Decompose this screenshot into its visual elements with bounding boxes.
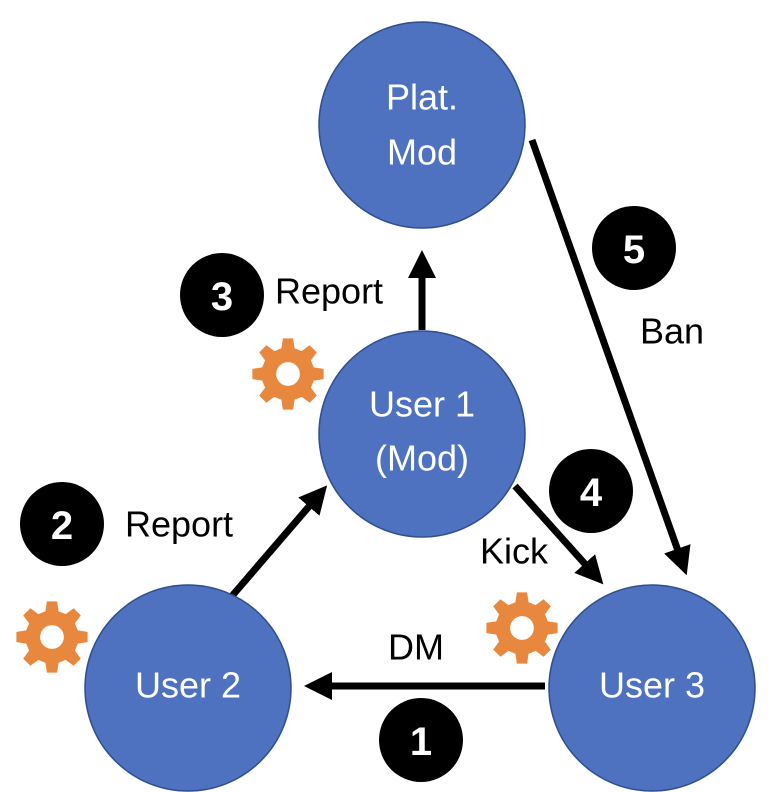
step-badge-2-text: 2 [51, 504, 73, 548]
step-badge-1-text: 1 [410, 720, 432, 764]
step-badge-3: 3 [180, 253, 264, 337]
node-platform-mod-line1: Plat. [386, 77, 458, 118]
step-badge-5: 5 [592, 206, 676, 290]
node-platform-mod: Plat. Mod [318, 21, 526, 229]
edge-kick-label: Kick [480, 531, 549, 572]
node-platform-mod-line2: Mod [387, 132, 457, 173]
gear-icon [16, 601, 88, 673]
step-badge-5-text: 5 [623, 228, 645, 272]
step-badge-2: 2 [20, 482, 104, 566]
node-user2: User 2 [84, 584, 292, 792]
edge-ban-label: Ban [640, 311, 704, 352]
node-user3: User 3 [548, 584, 756, 792]
node-user1-mod: User 1 (Mod) [318, 330, 526, 538]
step-badge-3-text: 3 [211, 275, 233, 319]
gear-icon-hole [40, 625, 64, 649]
edge-ban-arrow [528, 138, 691, 576]
edge-kick-arrow [512, 483, 604, 585]
gear-icon-hole [510, 616, 534, 640]
step-badge-1: 1 [379, 698, 463, 782]
node-user1-line2: (Mod) [375, 438, 469, 479]
gear-icon [252, 338, 324, 410]
step-badge-4: 4 [549, 449, 633, 533]
step-badge-4-text: 4 [580, 471, 603, 515]
node-user2-label: User 2 [135, 665, 241, 706]
node-user1-line1: User 1 [369, 384, 475, 425]
edge-report-user1-label: Report [275, 271, 383, 312]
gear-icon [486, 592, 558, 664]
edge-report-user2-label: Report [125, 504, 233, 545]
gear-icon-hole [276, 362, 300, 386]
node-user3-label: User 3 [599, 665, 705, 706]
edge-dm-label: DM [388, 627, 444, 668]
edge-report-user2-arrow [229, 485, 328, 599]
